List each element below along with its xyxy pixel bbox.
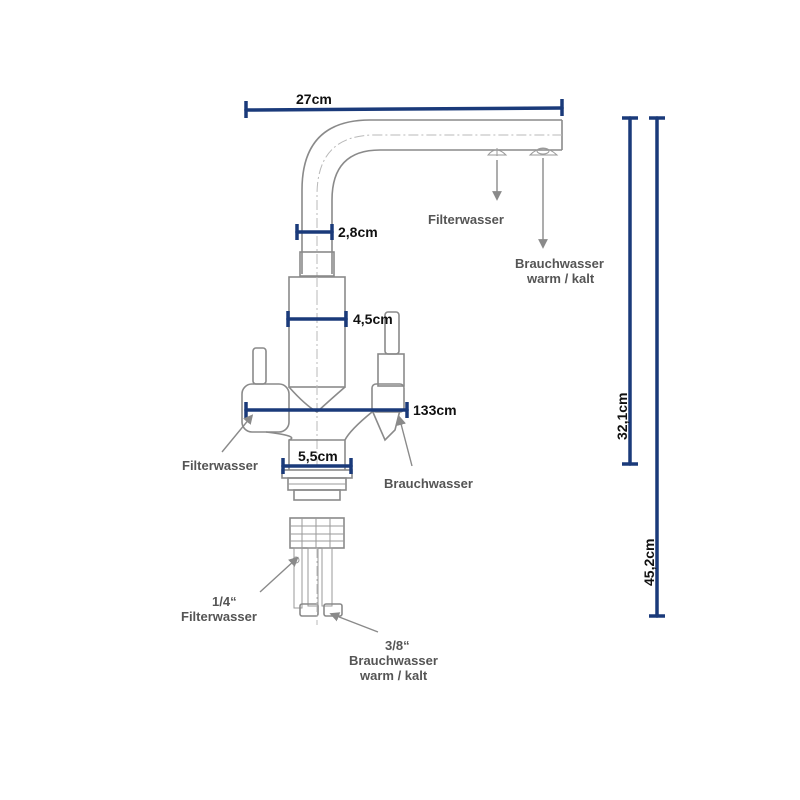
dim-spout-length: 27cm: [244, 91, 564, 118]
callout-hose-service: 3/8“ Brauchwasser warm / kalt: [329, 612, 438, 683]
callout-left-handle: Filterwasser: [182, 414, 258, 473]
right-handle-label: Brauchwasser: [384, 476, 473, 491]
spout-outlet-filter: [486, 149, 508, 156]
dim-body-diameter: 4,5cm: [286, 311, 393, 327]
lower-body: [265, 411, 373, 470]
faucet-body: [288, 276, 346, 470]
spout-service-label-1: Brauchwasser: [515, 256, 604, 271]
dim-total-height: 45,2cm: [641, 116, 665, 618]
spout-collar: [299, 251, 335, 277]
dim-spout-diameter-label: 2,8cm: [338, 224, 378, 240]
dim-base-diameter: 5,5cm: [281, 448, 353, 474]
dim-total-height-label: 45,2cm: [641, 539, 657, 586]
dim-body-diameter-label: 4,5cm: [353, 311, 393, 327]
hose-filter-name: Filterwasser: [181, 609, 257, 624]
hose-service-name-1: Brauchwasser: [349, 653, 438, 668]
spout-service-label-2: warm / kalt: [526, 271, 595, 286]
left-lever: [241, 347, 318, 433]
callout-spout-filter: Filterwasser: [428, 160, 504, 227]
dim-spout-height: 32,1cm: [614, 116, 638, 466]
spout-outlet-service: [528, 148, 559, 156]
base-thread: [281, 469, 353, 549]
faucet-drawing: [241, 119, 563, 625]
callout-right-handle: Brauchwasser: [384, 415, 473, 491]
spout-filter-label: Filterwasser: [428, 212, 504, 227]
dim-base-diameter-label: 5,5cm: [298, 448, 338, 464]
callout-hose-filter: 1/4“ Filterwasser: [181, 556, 299, 624]
hose-service-size: 3/8“: [385, 638, 410, 653]
callout-spout-service: Brauchwasser warm / kalt: [515, 158, 604, 286]
left-handle-label: Filterwasser: [182, 458, 258, 473]
dim-spout-height-label: 32,1cm: [614, 393, 630, 440]
dim-spout-diameter: 2,8cm: [295, 224, 378, 240]
hose-filter-size: 1/4“: [212, 594, 237, 609]
spout: [301, 119, 563, 300]
right-lever: [316, 311, 405, 442]
hose-service-name-2: warm / kalt: [359, 668, 428, 683]
dim-spout-length-label: 27cm: [296, 91, 332, 107]
dim-handle-span: 133cm: [244, 402, 457, 418]
supply-hoses: [292, 547, 343, 625]
dim-handle-span-label: 133cm: [413, 402, 457, 418]
